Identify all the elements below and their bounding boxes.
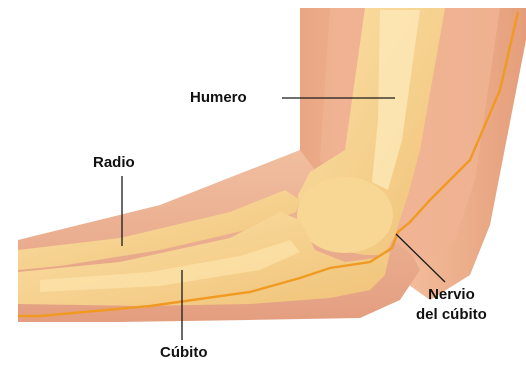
humerus-condyle [297,177,393,253]
label-humero: Humero [190,88,247,107]
label-nervio-line2: del cúbito [416,305,487,325]
label-cubito: Cúbito [160,343,207,362]
label-nervio-line1: Nervio [416,285,487,305]
label-nervio-del-cubito: Nervio del cúbito [416,285,487,325]
label-radio: Radio [93,153,135,172]
